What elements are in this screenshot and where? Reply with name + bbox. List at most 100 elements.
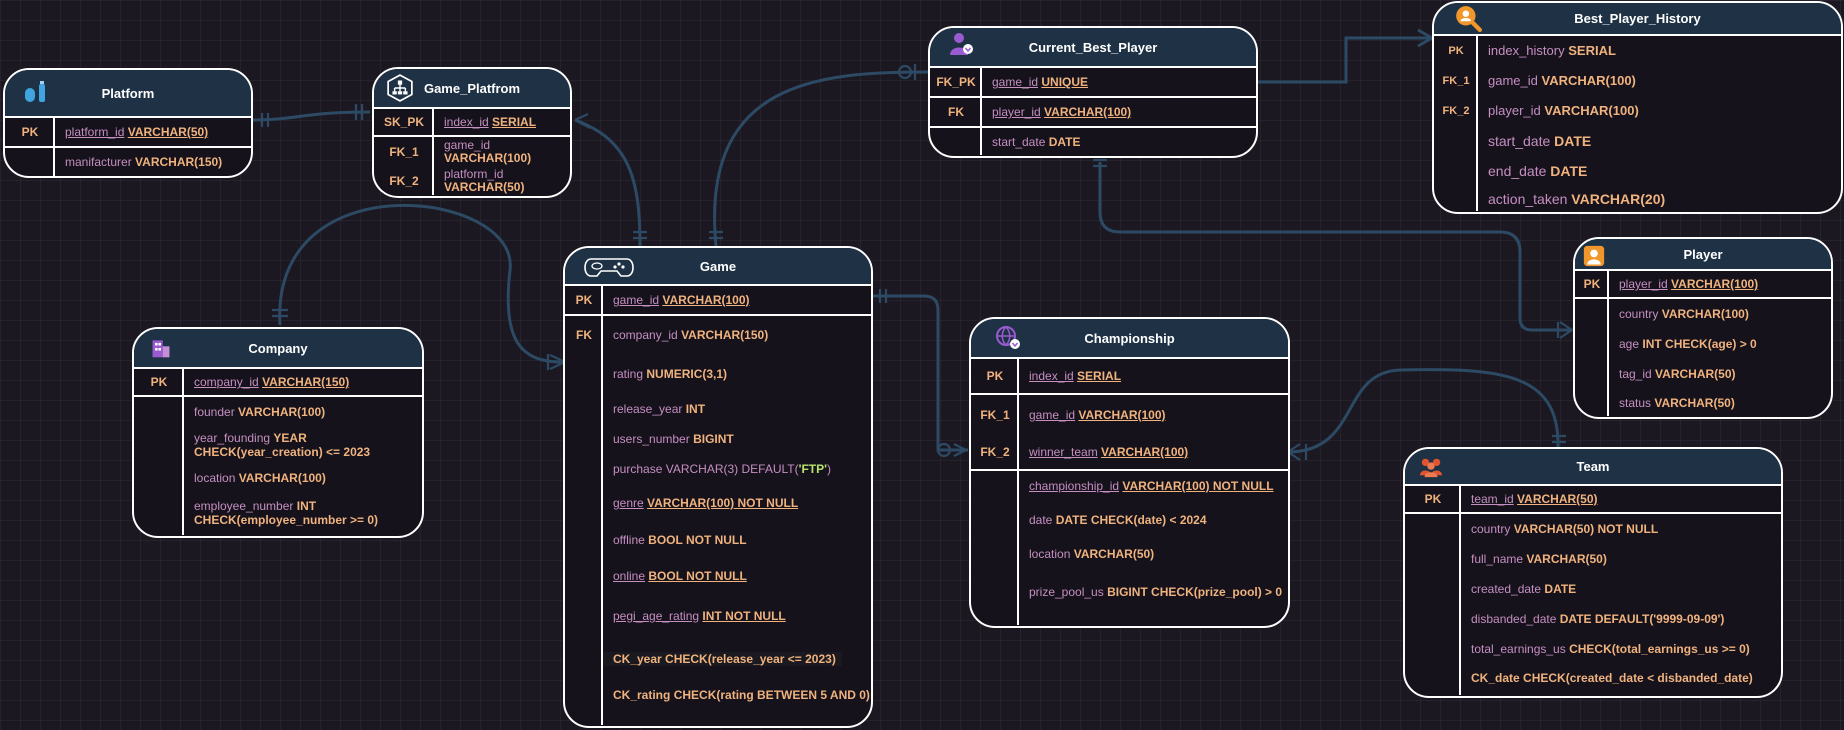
field-row[interactable]: location VARCHAR(50) bbox=[971, 539, 1288, 569]
field-row[interactable]: genre VARCHAR(100) NOT NULL bbox=[565, 484, 871, 522]
field-row[interactable]: PK platform_id VARCHAR(50) bbox=[5, 118, 251, 148]
field-type: VARCHAR(100) bbox=[1078, 408, 1166, 422]
controller-pencil-icon bbox=[25, 81, 45, 102]
field-row[interactable]: prize_pool_us BIGINT CHECK(prize_pool) >… bbox=[971, 569, 1288, 615]
field-row[interactable]: created_date DATE bbox=[1405, 574, 1781, 604]
field-row[interactable]: country VARCHAR(100) bbox=[1575, 299, 1831, 329]
field-row[interactable]: total_earnings_us CHECK(total_earnings_u… bbox=[1405, 634, 1781, 664]
field-type: VARCHAR(50) bbox=[1526, 552, 1607, 566]
field-row[interactable]: offline BOOL NOT NULL bbox=[565, 522, 871, 558]
field-row[interactable]: tag_id VARCHAR(50) bbox=[1575, 359, 1831, 389]
field-row[interactable]: purchase VARCHAR(3) DEFAULT('FTP') bbox=[565, 454, 871, 484]
field-name: game_id bbox=[444, 138, 491, 152]
key-label: PK bbox=[575, 293, 593, 307]
entity-company[interactable]: Company PK company_id VARCHAR(150) found… bbox=[132, 327, 424, 538]
field-type: VARCHAR(100) bbox=[444, 151, 532, 165]
field-row[interactable]: PK company_id VARCHAR(150) bbox=[134, 369, 422, 397]
field-type: VARCHAR(50) bbox=[444, 180, 525, 194]
field-row[interactable]: manifacturer VARCHAR(150) bbox=[5, 148, 251, 176]
field-type: VARCHAR(100) bbox=[662, 293, 750, 307]
field-type: VARCHAR(50) bbox=[1073, 547, 1155, 561]
field-row[interactable]: PK team_id VARCHAR(50) bbox=[1405, 486, 1781, 514]
field-row[interactable]: PK index_id SERIAL bbox=[971, 359, 1288, 395]
entity-platform[interactable]: Platform PK platform_id VARCHAR(50) mani… bbox=[3, 68, 253, 178]
entity-championship[interactable]: Championship PK index_id SERIAL FK_1 gam… bbox=[969, 317, 1290, 628]
field-name: created_date bbox=[1471, 582, 1542, 596]
field-row[interactable]: disbanded_date DATE DEFAULT('9999-09-09'… bbox=[1405, 604, 1781, 634]
field-row[interactable]: pegi_age_rating INT NOT NULL bbox=[565, 594, 871, 638]
field-row[interactable]: CK_date CHECK(created_date < disbanded_d… bbox=[1405, 664, 1781, 692]
entity-player[interactable]: Player PK player_id VARCHAR(100) country… bbox=[1573, 237, 1833, 419]
field-type: INT CHECK(age) > 0 bbox=[1642, 337, 1757, 351]
hierarchy-icon bbox=[387, 74, 413, 102]
entity-game-platfrom[interactable]: Game_Platfrom SK_PK index_id SERIAL FK_1… bbox=[372, 67, 572, 198]
field-constraint: CHECK(year_creation) <= 2023 bbox=[194, 445, 371, 459]
field-name: country bbox=[1619, 307, 1659, 321]
field-row[interactable]: championship_id VARCHAR(100) NOT NULL bbox=[971, 471, 1288, 501]
field-type: VARCHAR(100) NOT NULL bbox=[647, 496, 799, 510]
field-row[interactable]: PK index_history SERIAL bbox=[1434, 36, 1841, 66]
field-name: genre bbox=[613, 496, 644, 510]
field-row[interactable]: online BOOL NOT NULL bbox=[565, 558, 871, 594]
entity-team[interactable]: Team PK team_id VARCHAR(50) country VARC… bbox=[1403, 447, 1783, 698]
field-row[interactable]: status VARCHAR(50) bbox=[1575, 389, 1831, 416]
field-type: VARCHAR(100) bbox=[238, 471, 326, 485]
field-row[interactable]: FK_1 game_id VARCHAR(100) bbox=[1434, 66, 1841, 96]
field-row[interactable]: users_number BIGINT bbox=[565, 424, 871, 454]
field-row[interactable]: action_taken VARCHAR(20) bbox=[1434, 186, 1841, 211]
field-type: DATE bbox=[1048, 134, 1081, 149]
field-name: start_date bbox=[992, 134, 1046, 149]
field-row[interactable]: founder VARCHAR(100) bbox=[134, 397, 422, 427]
field-row[interactable]: age INT CHECK(age) > 0 bbox=[1575, 329, 1831, 359]
field-name: prize_pool_us bbox=[1029, 585, 1104, 599]
key-label: PK bbox=[986, 369, 1004, 383]
field-type: VARCHAR(50) NOT NULL bbox=[1513, 522, 1659, 536]
entity-header: Platform bbox=[5, 70, 251, 118]
field-row[interactable]: FK_1 game_id VARCHAR(100) bbox=[971, 395, 1288, 435]
field-row[interactable]: FK_2 winner_team VARCHAR(100) bbox=[971, 435, 1288, 471]
entity-game[interactable]: Game PK game_id VARCHAR(100) FK company_… bbox=[563, 246, 873, 728]
field-name: start_date bbox=[1488, 133, 1551, 149]
field-row[interactable]: CK_year CHECK(release_year <= 2023) bbox=[565, 638, 871, 680]
field-name: championship_id bbox=[1029, 479, 1120, 493]
field-row[interactable]: FK_2 player_id VARCHAR(100) bbox=[1434, 96, 1841, 126]
field-type: VARCHAR(100) bbox=[1661, 307, 1749, 321]
field-name: users_number bbox=[613, 432, 690, 446]
field-row[interactable]: CK_rating CHECK(rating BETWEEN 5 AND 0) bbox=[565, 680, 871, 710]
field-row[interactable]: PK game_id VARCHAR(100) bbox=[565, 286, 871, 316]
field-name: CK_rating bbox=[613, 688, 671, 702]
field-row[interactable]: full_name VARCHAR(50) bbox=[1405, 544, 1781, 574]
entity-current-best-player[interactable]: Current_Best_Player FK_PK game_id UNIQUE… bbox=[928, 26, 1258, 158]
field-row[interactable]: FK_PK game_id UNIQUE bbox=[930, 68, 1256, 98]
field-row[interactable]: release_year INT bbox=[565, 394, 871, 424]
field-type: BOOL NOT NULL bbox=[648, 533, 747, 547]
entity-best-player-history[interactable]: Best_Player_History PK index_history SER… bbox=[1432, 1, 1843, 214]
field-name: tag_id bbox=[1619, 367, 1652, 381]
field-type: VARCHAR(150) bbox=[135, 155, 223, 169]
field-name: company_id bbox=[613, 328, 678, 342]
field-row[interactable]: FK company_id VARCHAR(150) bbox=[565, 316, 871, 354]
key-label: FK bbox=[948, 105, 964, 119]
field-row[interactable]: PK player_id VARCHAR(100) bbox=[1575, 271, 1831, 299]
field-name: player_id bbox=[992, 105, 1041, 119]
field-row[interactable]: FK player_id VARCHAR(100) bbox=[930, 98, 1256, 128]
field-row[interactable]: location VARCHAR(100) bbox=[134, 463, 422, 493]
field-row[interactable]: rating NUMERIC(3,1) bbox=[565, 354, 871, 394]
field-row[interactable]: SK_PK index_id SERIAL bbox=[374, 109, 570, 137]
field-row[interactable]: start_date DATE bbox=[930, 128, 1256, 155]
field-row[interactable]: country VARCHAR(50) NOT NULL bbox=[1405, 514, 1781, 544]
field-row[interactable]: start_date DATE bbox=[1434, 126, 1841, 156]
entity-header: Player bbox=[1575, 239, 1831, 271]
edge-game-championship bbox=[872, 294, 968, 452]
field-name: online bbox=[613, 569, 646, 583]
field-row[interactable]: end_date DATE bbox=[1434, 156, 1841, 186]
field-name: founder bbox=[194, 405, 235, 419]
field-name: index_id bbox=[444, 115, 489, 129]
key-label: FK_2 bbox=[1442, 105, 1470, 117]
field-row[interactable]: date DATE CHECK(date) < 2024 bbox=[971, 501, 1288, 539]
